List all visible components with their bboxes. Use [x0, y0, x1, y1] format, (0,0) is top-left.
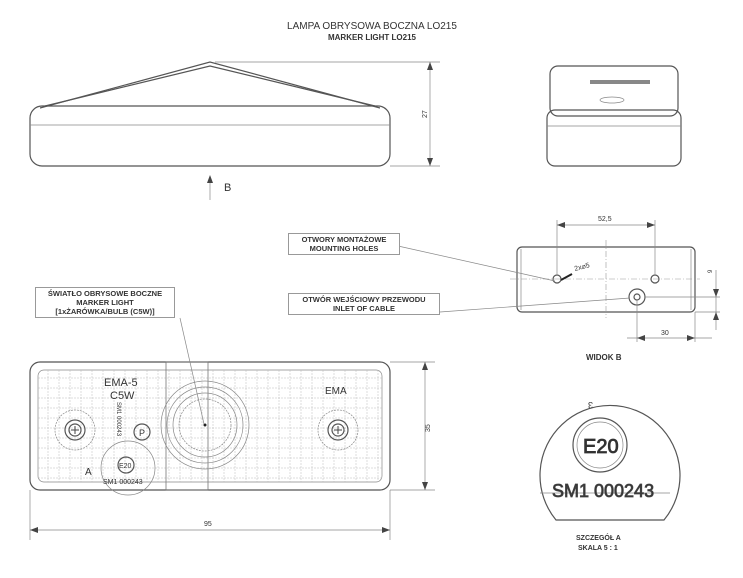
detail-code: SM1 000243: [552, 481, 654, 501]
callout-marker-light-pl: ŚWIATŁO OBRYSOWE BOCZNE: [47, 289, 163, 298]
lens-brand: EMA: [325, 386, 347, 397]
detail-a: [539, 404, 681, 521]
drawing-subtitle: MARKER LIGHT LO215: [327, 33, 416, 42]
detail-scale: SKALA 5 : 1: [578, 545, 618, 552]
callout-marker-light-en: MARKER LIGHT: [76, 298, 134, 307]
end-view: [546, 65, 682, 167]
lens-code: SM1 000243: [103, 479, 143, 486]
lens-model: EMA-5: [104, 377, 138, 389]
drawing-title: LAMPA OBRYSOWA BOCZNA LO215: [287, 21, 457, 32]
screw-left: [54, 409, 96, 451]
lens-bulb: C5W: [110, 390, 135, 402]
lens-vertical-code: SM1 000243: [115, 402, 121, 437]
callout-cable-inlet-en: INLET OF CABLE: [332, 304, 396, 313]
detail-marker: A: [85, 467, 92, 478]
lens-p-mark: P: [139, 428, 145, 438]
view-arrow-label: B: [224, 182, 231, 194]
detail-title: SZCZEGÓŁ A: [576, 533, 621, 542]
dim-hole-spacing: 52,5: [598, 216, 612, 223]
lens-approval: E20: [119, 463, 132, 470]
dim-width-front: 95: [204, 521, 212, 528]
front-view: [29, 317, 435, 540]
dim-cable-offset: 30: [661, 330, 669, 337]
callout-mounting-holes-pl: OTWORY MONTAŻOWE: [301, 235, 387, 244]
callout-mounting-holes-en: MOUNTING HOLES: [309, 244, 379, 253]
detail-approval: E20: [583, 436, 619, 458]
view-b-label: WIDOK B: [586, 353, 622, 362]
callout-mounting-holes: OTWORY MONTAŻOWE MOUNTING HOLES: [288, 233, 400, 255]
detail-small-mark: 3: [588, 400, 593, 410]
screw-right: [317, 409, 359, 451]
callout-cable-inlet-pl: OTWÓR WEJŚCIOWY PRZEWODU: [302, 295, 426, 304]
dim-hole-spec: 2x⌀5: [574, 262, 591, 273]
dim-cable-height: 9: [708, 269, 714, 273]
callout-cable-inlet: OTWÓR WEJŚCIOWY PRZEWODU INLET OF CABLE: [288, 293, 440, 315]
view-b: [397, 220, 720, 342]
dim-height-front: 35: [425, 424, 432, 432]
callout-marker-light-bulb: [1xŻARÓWKA/BULB (C5W)]: [55, 307, 155, 316]
callout-marker-light: ŚWIATŁO OBRYSOWE BOCZNE MARKER LIGHT [1x…: [35, 287, 175, 318]
dim-height-side: 27: [422, 110, 429, 118]
side-view: [29, 61, 440, 200]
